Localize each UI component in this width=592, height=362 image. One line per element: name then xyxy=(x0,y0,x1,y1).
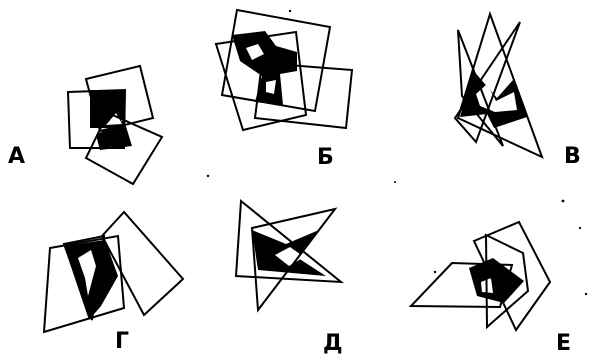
figure-e-shapes xyxy=(411,222,550,330)
figure-e-label: Е xyxy=(556,333,571,355)
figure-g-shapes xyxy=(44,212,183,332)
figure-a-shapes xyxy=(68,66,162,184)
figure-a-label: А xyxy=(8,146,25,168)
figure-b-overlap-fill xyxy=(232,31,297,105)
figure-b-shapes xyxy=(216,10,352,130)
figure-v-triangle-3 xyxy=(455,22,520,142)
figure-g-rect-2 xyxy=(102,212,183,315)
figure-b-label: Б xyxy=(317,147,334,169)
figure-v-label: В xyxy=(564,146,581,168)
figure-v-shapes xyxy=(455,14,542,157)
figure-d-shapes xyxy=(236,201,341,310)
figure-g-label: Г xyxy=(115,331,129,353)
figure-d-label: Д xyxy=(323,333,343,355)
